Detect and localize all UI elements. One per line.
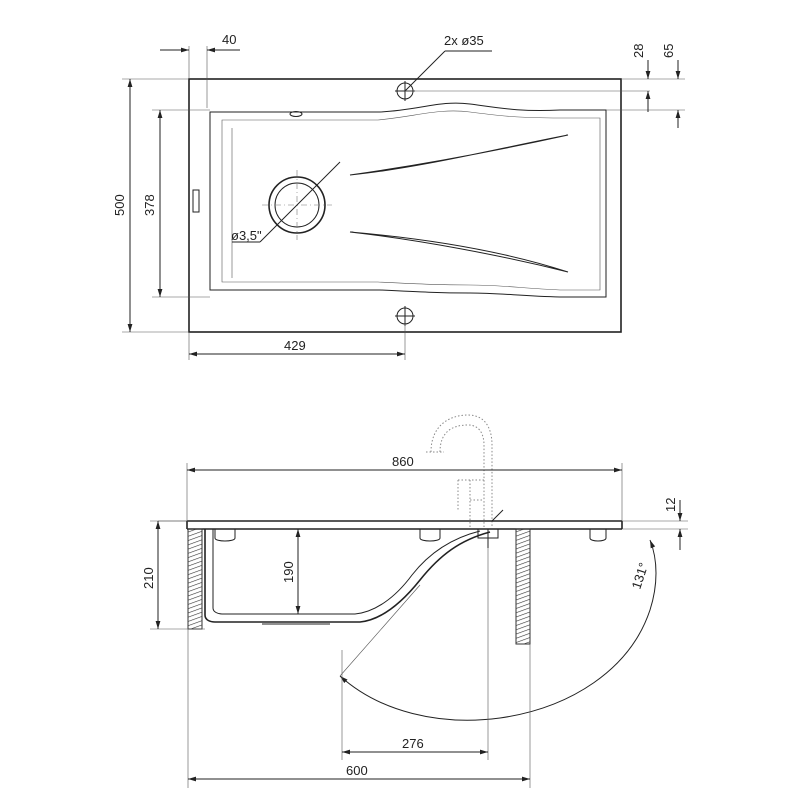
dim-210: 210 bbox=[141, 567, 156, 589]
bowl-profile-inner bbox=[212, 529, 481, 615]
dim-12: 12 bbox=[663, 498, 678, 512]
groove-upper bbox=[349, 134, 569, 176]
dim-860: 860 bbox=[392, 454, 414, 469]
drain-outer-circle bbox=[268, 176, 326, 234]
sink-outline bbox=[188, 78, 622, 333]
faucet bbox=[426, 414, 493, 527]
dim-429: 429 bbox=[284, 338, 306, 353]
bowl-outline bbox=[209, 102, 607, 298]
dim-190: 190 bbox=[281, 561, 296, 583]
top-view: 40 2x ø35 28 65 500 378 ø3,5" 429 bbox=[112, 32, 685, 360]
bowl-inner-outline bbox=[221, 110, 601, 291]
dim-500: 500 bbox=[112, 194, 127, 216]
dim-40: 40 bbox=[222, 32, 236, 47]
overflow-rect bbox=[192, 189, 200, 213]
side-view: 860 12 210 190 131° 276 600 bbox=[141, 414, 688, 788]
cabinet-wall-right bbox=[515, 528, 531, 645]
overflow-slot bbox=[289, 111, 303, 117]
dim-drain: ø3,5" bbox=[231, 228, 262, 243]
dim-378: 378 bbox=[142, 194, 157, 216]
dim-65: 65 bbox=[661, 44, 676, 58]
dim-28: 28 bbox=[631, 44, 646, 58]
drain-leader bbox=[259, 161, 341, 243]
groove-lower bbox=[349, 231, 569, 273]
cabinet-wall-left bbox=[187, 528, 203, 630]
dim-600: 600 bbox=[346, 763, 368, 778]
dim-holes: 2x ø35 bbox=[444, 33, 484, 48]
bowl-profile bbox=[204, 529, 491, 623]
dim-angle: 131° bbox=[629, 561, 652, 591]
dim-276: 276 bbox=[402, 736, 424, 751]
angle-arc bbox=[339, 539, 657, 721]
